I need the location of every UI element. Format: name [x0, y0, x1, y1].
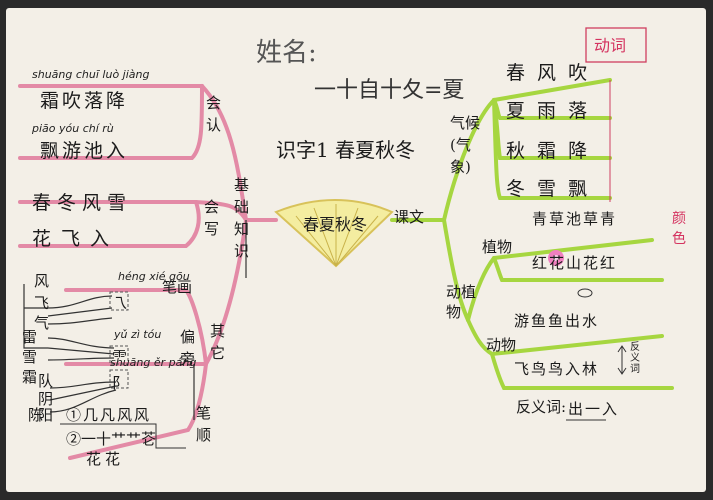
- huiren-pinyin-1: shuāng chuī luò jiàng: [32, 68, 150, 81]
- pianpang-label: 偏旁: [180, 328, 196, 368]
- bihua-label: 笔画: [162, 278, 193, 296]
- huiren-chars-1: 霜吹落降: [40, 90, 129, 112]
- qihou-row-3: 秋 霜 降: [506, 140, 591, 162]
- pianpang-er-glyph: 阝: [112, 374, 128, 392]
- huiren-pinyin-2: piāo yóu chí rù: [32, 122, 114, 135]
- branch-qita: 其它: [210, 322, 226, 362]
- bishun-2: ②一十艹艹芲: [66, 430, 157, 448]
- er-char-4: 陈: [28, 406, 44, 424]
- fan-label: 春夏秋冬: [303, 215, 368, 234]
- huiren-chars-2: 飘游池入: [40, 140, 129, 162]
- branch-jichu: 基础知识: [234, 176, 250, 260]
- zhiwu-label: 植物: [482, 238, 513, 256]
- bihua-char-1: 风: [34, 272, 50, 290]
- mind-map-lines: [18, 27, 674, 460]
- yu-char-3: 霜: [22, 368, 38, 386]
- bishun-3: 花花: [86, 450, 125, 468]
- bihua-char-3: 气: [34, 314, 50, 332]
- pianpang-yuzi-glyph: ⻗: [112, 348, 128, 366]
- yu-char-2: 雪: [22, 348, 38, 366]
- fanyici-side: 反义词: [630, 342, 640, 375]
- bishun-label: 笔顺: [196, 404, 212, 444]
- qihou-label: 气候(气象): [450, 114, 481, 176]
- zhiwu-row-1: 青草池草青: [532, 210, 618, 228]
- dongwu-row-1: 游鱼鱼出水: [514, 312, 600, 330]
- pianpang-yuzi-pinyin: yǔ zì tóu: [114, 328, 162, 341]
- dongci-label: 动词: [594, 36, 627, 55]
- huixie-chars-1: 春冬风雪: [32, 192, 133, 214]
- branch-huiren: 会认: [206, 94, 222, 134]
- fanyici-label: 反义词:: [516, 398, 567, 416]
- er-char-3: 阳: [38, 406, 54, 424]
- qihou-row-1: 春 风 吹: [506, 62, 591, 84]
- bihua-pinyin: héng xié gōu: [118, 270, 190, 283]
- pianpang-er-pinyin: shuāng ěr páng: [110, 356, 197, 369]
- page-title: 识字1 春夏秋冬: [276, 138, 416, 162]
- qihou-row-4: 冬 雪 飘: [506, 178, 591, 200]
- dongzhi-label: 动植物: [446, 283, 477, 321]
- branch-huixie: 会写: [204, 198, 220, 238]
- formula: 一十自十夂=夏: [314, 78, 465, 103]
- name-label: 姓名:: [256, 38, 317, 68]
- fanyici-value: 出一入: [568, 400, 620, 418]
- dongwu-row-2: 飞鸟鸟入林: [514, 360, 600, 378]
- fan-shape: [274, 199, 394, 268]
- er-char-1: 队: [38, 372, 54, 390]
- mind-map-sheet: 姓名: 一十自十夂=夏 识字1 春夏秋冬 春夏秋冬 基础知识 会认 会写 其它 …: [6, 8, 706, 492]
- bishun-1: ①几凡风风: [66, 406, 152, 424]
- zhiwu-row-2: 红花山花红: [532, 254, 618, 272]
- dongwu-label: 动物: [486, 336, 517, 354]
- fish-icon: [577, 288, 593, 298]
- yu-char-1: 雷: [22, 328, 38, 346]
- verb-box: [585, 27, 647, 63]
- qihou-row-2: 夏 雨 落: [506, 100, 591, 122]
- huixie-chars-2: 花飞入: [32, 228, 120, 250]
- bihua-glyph: 乁: [112, 294, 128, 312]
- zhiwu-note: 颜色: [672, 211, 686, 247]
- branch-kewen: 课文: [394, 208, 425, 226]
- er-char-2: 阴: [38, 390, 54, 408]
- bihua-char-2: 飞: [34, 294, 50, 312]
